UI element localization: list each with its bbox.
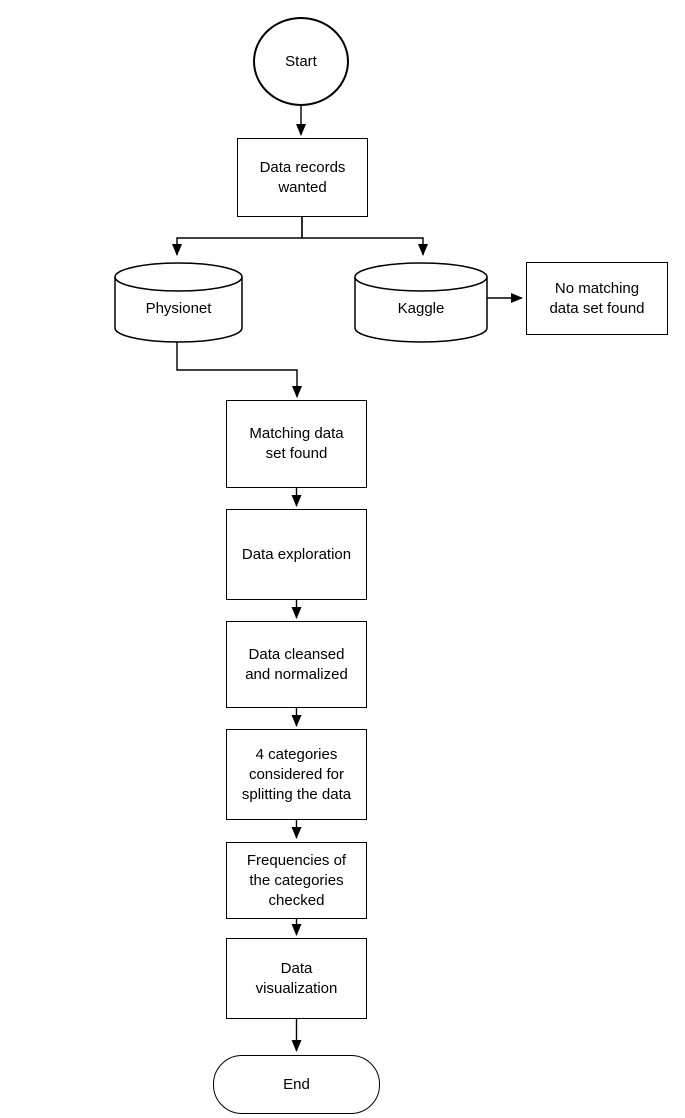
node-four-categories-label: 4 categories considered for splitting th…	[241, 745, 352, 803]
node-data-visualization-label: Data visualization	[255, 959, 338, 997]
node-frequencies-checked: Frequencies of the categories checked	[226, 842, 367, 919]
connector-data-records-to-kaggle	[301, 217, 428, 256]
node-physionet-label: Physionet	[145, 300, 212, 317]
node-data-records-wanted: Data records wanted	[237, 138, 368, 217]
node-end: End	[213, 1055, 380, 1114]
node-data-visualization: Data visualization	[226, 938, 367, 1019]
node-data-records-wanted-label: Data records wanted	[259, 158, 346, 196]
kaggle-cylinder-body	[354, 277, 488, 343]
node-four-categories: 4 categories considered for splitting th…	[226, 729, 367, 820]
node-data-exploration: Data exploration	[226, 509, 367, 600]
node-no-matching-label: No matching data set found	[549, 279, 645, 317]
node-data-cleansed-normalized: Data cleansed and normalized	[226, 621, 367, 708]
node-data-exploration-label: Data exploration	[241, 545, 352, 563]
node-data-cleansed-label: Data cleansed and normalized	[245, 645, 348, 683]
node-end-label: End	[283, 1075, 310, 1093]
physionet-cylinder-top	[114, 262, 243, 292]
node-start: Start	[253, 17, 349, 106]
kaggle-cylinder-top	[354, 262, 488, 292]
node-start-label: Start	[285, 52, 317, 70]
connector-data-records-to-physionet	[172, 217, 303, 256]
node-matching-data-set-found: Matching data set found	[226, 400, 367, 488]
node-no-matching-data-set-found: No matching data set found	[526, 262, 668, 335]
node-frequencies-label: Frequencies of the categories checked	[246, 851, 347, 909]
node-kaggle-label: Kaggle	[397, 300, 445, 317]
connector-physionet-to-matching-found	[176, 341, 302, 398]
physionet-cylinder-body	[114, 277, 243, 343]
kaggle-cylinder-shape	[354, 262, 488, 343]
physionet-cylinder-shape	[114, 262, 243, 343]
node-matching-label: Matching data set found	[249, 425, 344, 462]
